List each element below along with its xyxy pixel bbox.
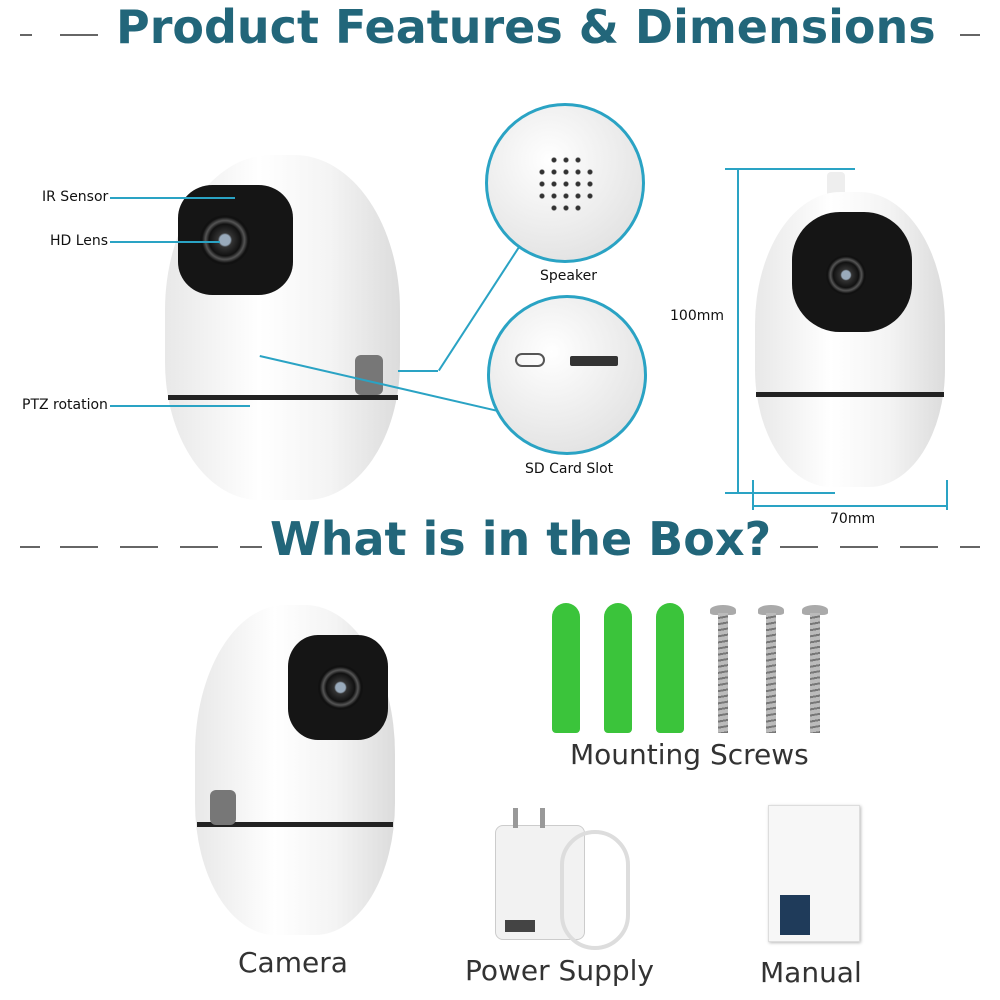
divider-dash	[60, 34, 98, 36]
dimension-width: 70mm	[830, 511, 876, 527]
box-heading: What is in the Box?	[262, 512, 780, 566]
divider-dash	[960, 34, 980, 36]
speaker-detail-image	[485, 103, 645, 263]
features-heading: Product Features & Dimensions	[108, 0, 944, 54]
callout-ptz-rotation: PTZ rotation	[22, 397, 108, 413]
dimension-height: 100mm	[670, 308, 724, 324]
label-manual: Manual	[760, 956, 862, 989]
callout-sd-card-slot: SD Card Slot	[525, 461, 614, 477]
label-camera: Camera	[238, 946, 348, 979]
label-mounting-screws: Mounting Screws	[570, 738, 809, 771]
callout-hd-lens: HD Lens	[50, 233, 109, 249]
label-power-supply: Power Supply	[465, 954, 654, 987]
divider-dash	[20, 34, 32, 36]
callout-speaker: Speaker	[540, 268, 597, 284]
sd-card-slot-detail-image	[487, 295, 647, 455]
callout-ir-sensor: IR Sensor	[42, 189, 109, 205]
